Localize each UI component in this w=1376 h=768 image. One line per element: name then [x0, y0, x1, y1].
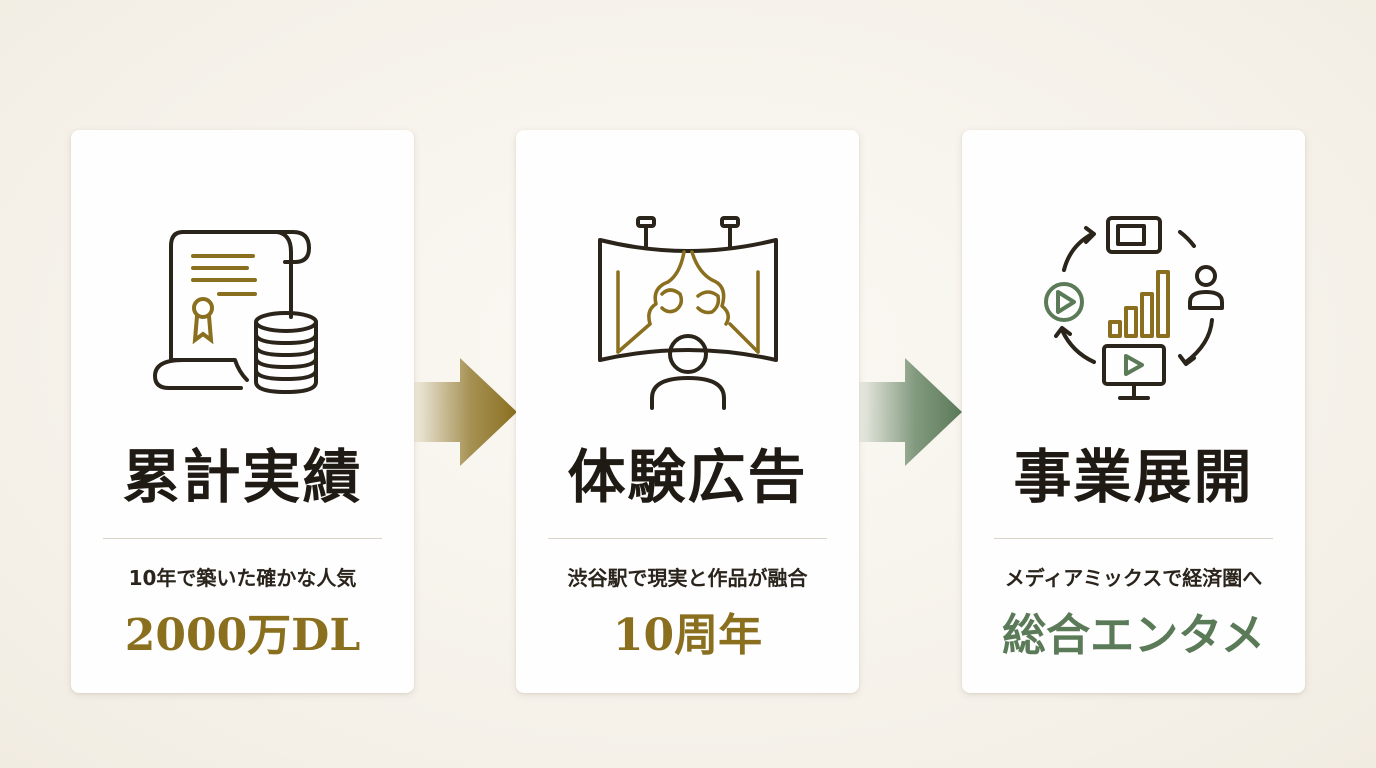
card-business-expansion: 事業展開 メディアミックスで経済圏へ 総合エンタメ — [962, 130, 1305, 693]
card-subtitle: メディアミックスで経済圏へ — [1004, 566, 1263, 590]
divider — [994, 538, 1273, 539]
card-highlight: 10周年 — [612, 610, 763, 661]
divider — [103, 538, 382, 539]
card-experience-ads: 体験広告 渋谷駅で現実と作品が融合 10周年 — [516, 130, 859, 693]
card-title: 事業展開 — [1013, 443, 1254, 511]
card-cumulative-results: 累計実績 10年で築いた確かな人気 2000万DL — [71, 130, 414, 693]
station-billboard-icon — [597, 216, 778, 410]
card-highlight: 総合エンタメ — [1002, 610, 1265, 661]
arrow-right-icon — [414, 358, 517, 466]
divider — [548, 538, 827, 539]
card-highlight: 2000万DL — [124, 610, 361, 661]
media-cycle-icon — [1043, 216, 1224, 400]
arrow-right-icon — [859, 358, 962, 466]
certificate-coins-icon — [152, 230, 318, 394]
card-title: 体験広告 — [567, 443, 808, 511]
card-title: 累計実績 — [122, 443, 363, 511]
card-subtitle: 渋谷駅で現実と作品が融合 — [567, 566, 808, 590]
card-subtitle: 10年で築いた確かな人気 — [128, 566, 357, 590]
